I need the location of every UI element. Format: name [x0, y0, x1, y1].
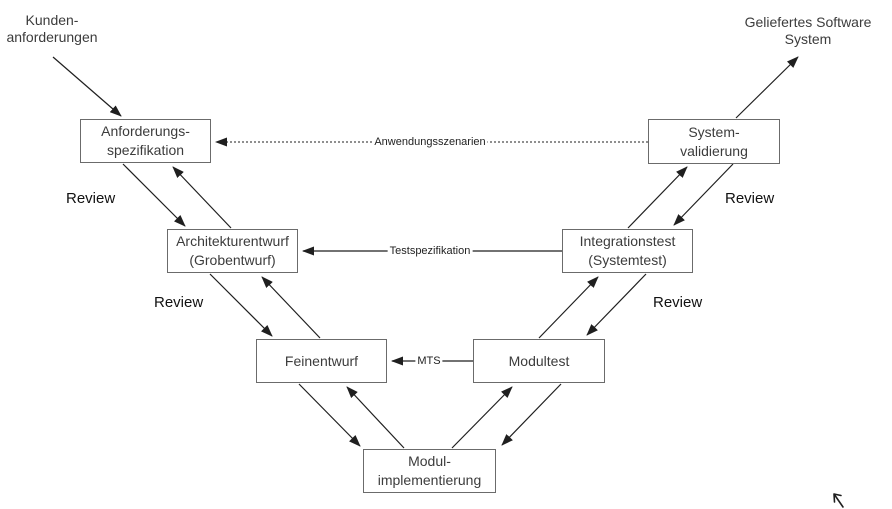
label-anwendungsszenarien: Anwendungsszenarien [372, 136, 488, 148]
arrow-review-systemvalidierung-to-integrationstest [673, 163, 734, 226]
arrow-architekturentwurf-to-feinentwurf [209, 273, 273, 337]
arrow-kundenanforderungen-to-anforderungsspezifikation [52, 56, 122, 117]
box-modulimplementierung: Modul- implementierung [363, 449, 496, 493]
box-anforderungsspezifikation: Anforderungs- spezifikation [80, 119, 211, 163]
arrow-review-architekturentwurf-to-anforderungsspezifikation [172, 166, 232, 229]
box-integrationstest-label: Integrationstest (Systemtest) [579, 233, 676, 268]
box-anforderungsspezifikation-label: Anforderungs- spezifikation [101, 123, 190, 158]
arrow-integrationstest-to-systemvalidierung [627, 166, 688, 229]
arrow-review-modultest-to-modulimplementierung [501, 383, 562, 446]
arrow-systemvalidierung-to-geliefertes-software-system [735, 56, 799, 119]
arrow-review-integrationstest-to-modultest [586, 273, 647, 336]
box-modulimplementierung-label: Modul- implementierung [377, 453, 482, 488]
box-modultest: Modultest [473, 339, 605, 383]
box-systemvalidierung: System- validierung [648, 119, 780, 164]
arrow-review-feinentwurf-to-architekturentwurf [261, 276, 321, 339]
label-review-systemvalidierung-integrationstest: Review [725, 190, 775, 207]
mouse-cursor-icon [833, 493, 844, 508]
label-review-integrationstest-modultest: Review [653, 294, 703, 311]
box-architekturentwurf-label: Architekturentwurf (Grobentwurf) [176, 233, 289, 268]
box-modultest-label: Modultest [508, 352, 570, 369]
arrow-modultest-to-integrationstest [538, 276, 599, 339]
label-review-anforderung-architektur: Review [66, 190, 116, 207]
box-architekturentwurf: Architekturentwurf (Grobentwurf) [167, 229, 298, 273]
arrow-anforderungsspezifikation-to-architekturentwurf [122, 163, 186, 227]
label-review-architektur-feinentwurf: Review [154, 294, 204, 311]
label-testspezifikation: Testspezifikation [387, 245, 473, 257]
arrow-feinentwurf-to-modulimplementierung [298, 383, 361, 447]
arrow-review-modulimplementierung-to-feinentwurf [346, 386, 405, 449]
label-geliefertes-software-system: Geliefertes Software System [744, 14, 872, 47]
arrow-modulimplementierung-to-modultest [451, 386, 513, 449]
label-kundenanforderungen: Kunden- anforderungen [6, 12, 98, 45]
box-feinentwurf: Feinentwurf [256, 339, 387, 383]
box-systemvalidierung-label: System- validierung [680, 123, 748, 159]
label-mts: MTS [415, 355, 443, 367]
box-integrationstest: Integrationstest (Systemtest) [562, 229, 693, 273]
box-feinentwurf-label: Feinentwurf [284, 352, 359, 369]
